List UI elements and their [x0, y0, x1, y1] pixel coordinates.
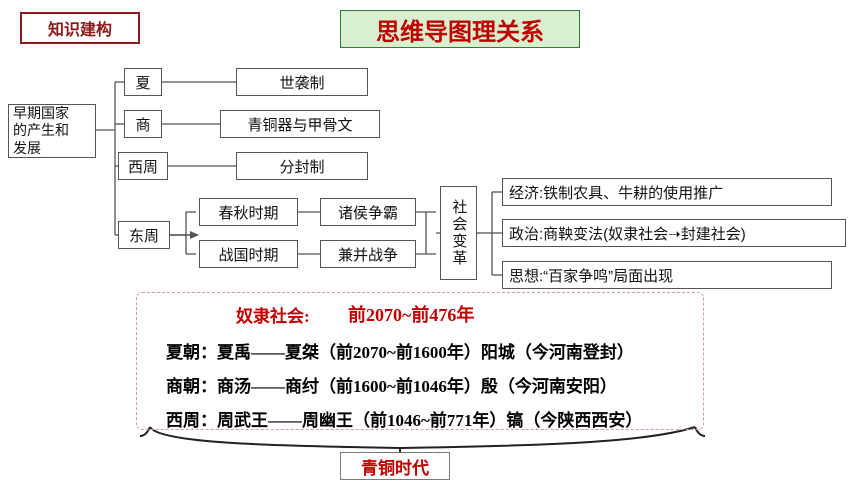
period-node-zhanguo: 战国时期 — [199, 240, 298, 268]
slave-society-range: 前2070~前476年 — [348, 305, 475, 325]
event-node-zhuhou: 诸侯争霸 — [320, 198, 416, 226]
social-change-item-economy: 经济:铁制农具、牛耕的使用推广 — [502, 178, 832, 206]
knowledge-construction-label: 知识建构 — [20, 12, 140, 44]
feature-node-fengjianzhi: 分封制 — [236, 152, 368, 180]
bronze-age-label: 青铜时代 — [340, 452, 450, 480]
page-title: 思维导图理关系 — [340, 10, 580, 48]
event-node-jianbing: 兼并战争 — [320, 240, 416, 268]
root-node: 早期国家 的产生和 发展 — [8, 104, 96, 158]
slave-society-region — [136, 292, 704, 430]
slave-society-row-shang: 商朝：商汤——商纣（前1600~前1046年）殷（今河南安阳） — [166, 377, 617, 396]
dynasty-node-dongzhou: 东周 — [118, 221, 170, 249]
dynasty-node-shang: 商 — [124, 110, 162, 138]
slave-society-row-xia: 夏朝：夏禹——夏桀（前2070~前1600年）阳城（今河南登封） — [166, 343, 634, 362]
period-node-chunqiu: 春秋时期 — [199, 198, 298, 226]
slave-society-title: 奴隶社会: — [236, 307, 310, 326]
social-change-item-thought: 思想:“百家争鸣”局面出现 — [502, 261, 832, 289]
social-change-item-politics: 政治:商鞅变法(奴隶社会➝封建社会) — [502, 219, 846, 247]
dynasty-node-xizhou: 西周 — [118, 152, 168, 180]
dynasty-node-xia: 夏 — [124, 68, 162, 96]
feature-node-shixizhi: 世袭制 — [236, 68, 368, 96]
feature-node-qingtong: 青铜器与甲骨文 — [220, 110, 380, 138]
social-change-node: 社会变革 — [440, 186, 477, 280]
slave-society-row-xizhou: 西周：周武王——周幽王（前1046~前771年）镐（今陕西西安） — [166, 411, 643, 430]
